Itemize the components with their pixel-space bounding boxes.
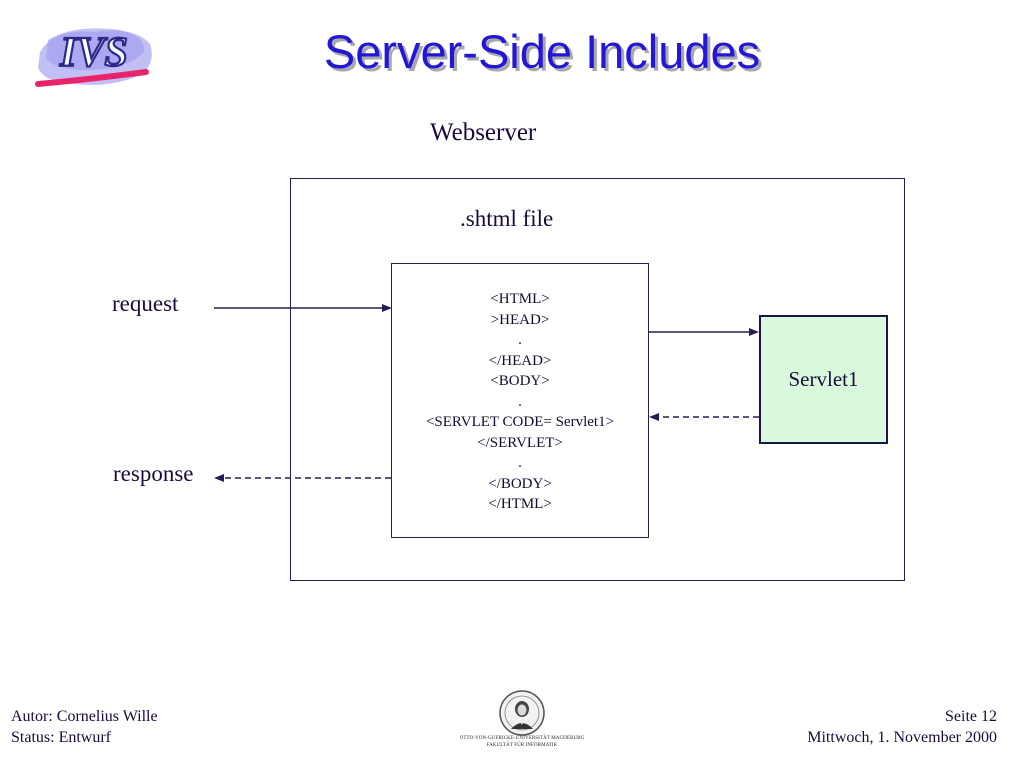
page-title: Server-Side Includes <box>323 25 761 78</box>
university-line-2: FAKULTÄT FÜR INFORMATIK <box>486 742 558 748</box>
webserver-label: Webserver <box>430 119 537 146</box>
university-line-1: OTTO-VON-GUERICKE-UNIVERSITÄT MAGDEBURG <box>459 736 585 741</box>
webserver-box <box>290 178 905 581</box>
ivs-logo-icon: IVS <box>35 28 152 87</box>
request-label: request <box>112 291 179 316</box>
shtml-file-label: .shtml file <box>460 206 554 231</box>
svg-text:IVS: IVS <box>59 30 128 76</box>
response-label: response <box>113 461 194 486</box>
author-text: Autor: Cornelius Wille <box>11 708 158 725</box>
date-text: Mittwoch, 1. November 2000 <box>807 729 997 746</box>
servlet-label: Servlet1 <box>788 367 859 391</box>
university-name: OTTO-VON-GUERICKE-UNIVERSITÄT MAGDEBURG … <box>412 736 632 749</box>
code-line: </SERVLET> <box>477 434 563 451</box>
code-line: </BODY> <box>488 475 552 492</box>
page-number: Seite 12 <box>945 708 997 725</box>
code-line: >HEAD> <box>490 311 550 328</box>
code-line: . <box>518 332 522 348</box>
servlet-box <box>759 315 888 444</box>
university-seal-icon <box>499 690 545 736</box>
footer-right: Seite 12 Mittwoch, 1. November 2000 <box>807 706 997 748</box>
shtml-file-box <box>391 263 649 538</box>
code-line: . <box>518 455 522 471</box>
footer-left: Autor: Cornelius Wille Status: Entwurf <box>11 706 158 748</box>
shtml-code-block: <HTML> >HEAD> . </HEAD> <BODY> . <SERVLE… <box>391 289 649 515</box>
code-line: </HEAD> <box>488 352 552 369</box>
code-line: </HTML> <box>488 496 552 512</box>
code-line: . <box>518 393 522 410</box>
code-line: <BODY> <box>490 373 550 389</box>
code-line: <HTML> <box>490 291 550 307</box>
code-line: <SERVLET CODE= Servlet1> <box>425 414 615 430</box>
status-text: Status: Entwurf <box>11 729 111 746</box>
